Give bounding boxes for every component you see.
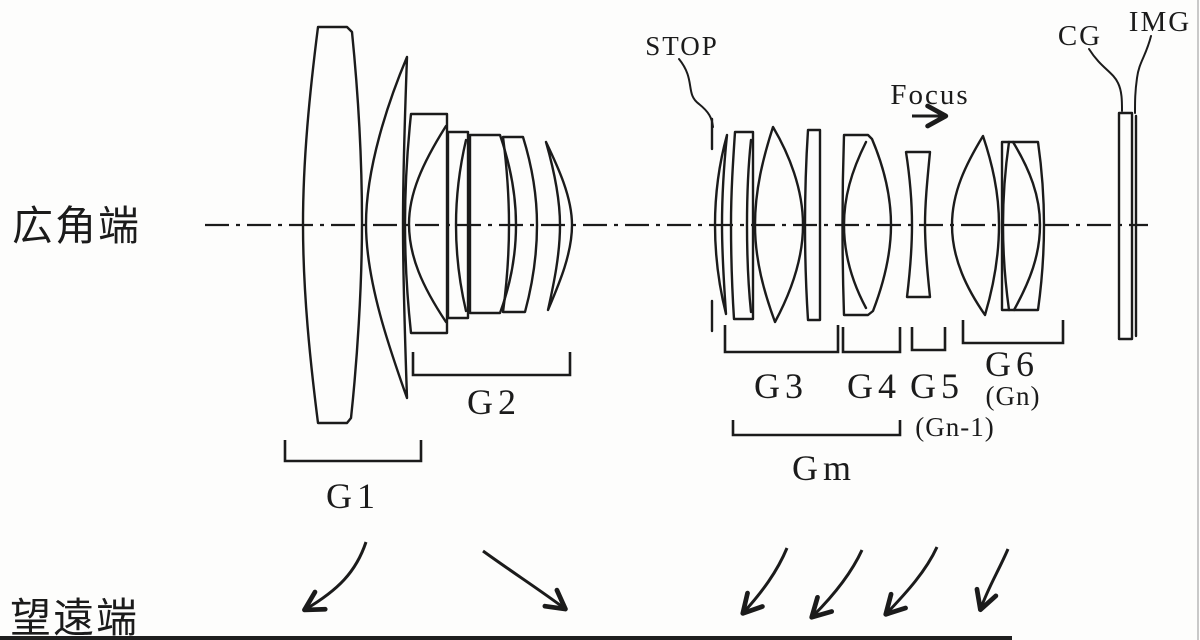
lens-group-g6 <box>950 134 1046 317</box>
lens-group-g2 <box>403 112 574 335</box>
cover-glass <box>1117 111 1134 341</box>
lens-group-g1 <box>301 25 409 425</box>
lens-element <box>403 112 449 335</box>
lens-element <box>501 135 539 314</box>
label-gn: (Gn) <box>986 381 1041 411</box>
lens-group-g5 <box>904 150 932 299</box>
bracket-g1 <box>283 440 423 463</box>
label-gm: Gm <box>792 448 856 488</box>
cg-label: CG <box>1058 20 1102 52</box>
bracket-gm <box>731 420 902 437</box>
lens-element <box>753 125 805 324</box>
cemented-surface <box>1011 140 1042 312</box>
telephoto-end-label: 望遠端 <box>10 595 139 640</box>
cemented-surface <box>454 138 468 313</box>
img-label: IMG <box>1129 6 1191 38</box>
stop-leader-line <box>678 58 714 128</box>
label-g4: G4 <box>847 366 901 406</box>
label-gn-1: (Gn-1) <box>915 412 994 442</box>
label-g6: G6 <box>985 344 1039 384</box>
trajectory-arrow-g4 <box>809 549 864 620</box>
label-g2: G2 <box>467 382 521 422</box>
lens-element <box>1000 140 1046 312</box>
bracket-g2 <box>411 352 572 377</box>
lens-element <box>364 55 409 400</box>
lens-element <box>544 140 574 312</box>
label-g1: G1 <box>326 476 380 516</box>
focus-label: Focus <box>890 79 969 111</box>
trajectory-arrow-g1 <box>302 541 368 613</box>
trajectory-arrow-g3 <box>740 547 789 616</box>
bracket-g6 <box>961 320 1065 345</box>
lens-element <box>904 150 932 299</box>
lens-element <box>713 133 729 316</box>
right-edge-line <box>1197 0 1199 640</box>
trajectory-arrow-g6 <box>974 548 1010 613</box>
wide-angle-end-label: 広角端 <box>12 203 141 249</box>
trajectory-arrow-g2 <box>482 549 568 612</box>
bracket-g4 <box>841 327 902 354</box>
lens-element <box>841 133 893 317</box>
label-g3: G3 <box>754 366 808 406</box>
zoom-trajectory-arrows <box>302 541 1010 620</box>
lens-element <box>446 130 470 320</box>
cemented-surface <box>407 124 448 324</box>
bracket-g5 <box>910 327 947 352</box>
lens-group-g3 <box>713 125 822 324</box>
stop-label: STOP <box>645 31 719 61</box>
lens-element <box>950 134 1001 317</box>
cemented-surface <box>1001 140 1011 312</box>
cemented-surface <box>842 140 868 310</box>
bracket-g3 <box>723 325 840 354</box>
label-g5: G5 <box>910 366 964 406</box>
cemented-surface <box>745 138 753 314</box>
cg-leader-line <box>1088 48 1123 112</box>
bottom-edge-bar <box>0 636 1012 640</box>
lens-group-g4 <box>841 133 893 317</box>
lens-element <box>301 25 364 425</box>
lens-element <box>803 128 822 322</box>
img-leader-line <box>1134 35 1152 114</box>
lens-element <box>729 130 755 321</box>
trajectory-arrow-g5 <box>883 546 939 617</box>
